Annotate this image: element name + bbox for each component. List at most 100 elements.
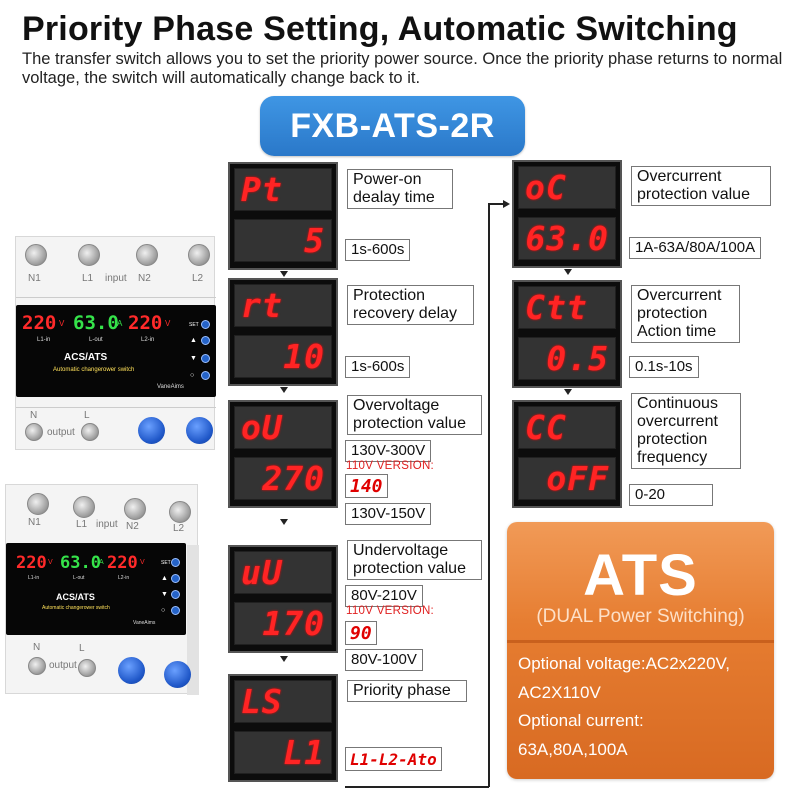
terminal-label: L2 [173,523,185,534]
display-unit: V [165,319,171,328]
setting-range-110v: 130V-150V [345,503,432,525]
flow-arrow [564,269,572,275]
flow-arrow [280,656,288,662]
flow-arrow [280,387,288,393]
led-panel-oc: oC 63.0 [512,160,622,268]
reset-knob[interactable] [164,661,191,688]
reset-knob[interactable] [138,417,165,444]
reset-knob[interactable] [186,417,213,444]
display-unit: V [48,559,53,566]
setting-label: Protection recovery delay [347,285,474,325]
terminal-label: L [79,643,85,654]
set-button[interactable] [201,320,210,329]
led-panel-ctt: Ctt 0.5 [512,280,622,388]
terminal-label: L1 [82,273,94,284]
display-current: 63.0 [73,312,119,334]
device-bottom: N1 L1 input N2 L2 220 V 63.0 A 220 V L1-… [5,484,199,695]
display-voltage-1: 220 [16,553,47,573]
ats-subtitle: (DUAL Power Switching) [536,606,745,627]
flow-arrow [564,389,572,395]
led-code: oU [234,406,332,449]
terminal-n2 [136,244,158,266]
power-icon: ○ [161,607,166,614]
display-unit: V [140,559,145,566]
ats-title: ATS [583,543,698,608]
terminal-label: N2 [138,273,151,284]
terminal-l2 [169,501,191,523]
setting-range: 130V-300V [345,440,432,462]
display-sub-label: L2-in [141,337,155,343]
setting-label: Priority phase [347,680,467,702]
ats-info-line: Optional voltage:AC2x220V, [518,654,731,673]
flow-connector [345,786,489,788]
set-label: SET [189,322,199,328]
reset-knob[interactable] [118,657,145,684]
display-voltage-2: 220 [107,553,138,573]
v110-label: 110V VERSION: [346,605,435,617]
power-button[interactable] [171,606,180,615]
terminal-l-out [78,659,96,677]
down-button[interactable] [171,590,180,599]
set-button[interactable] [171,558,180,567]
setting-range: 0.1s-10s [629,356,699,378]
led-code: Ctt [518,286,616,329]
power-icon: ○ [190,372,195,379]
display-unit: A [117,319,123,328]
device-maker: VaneAims [133,620,156,626]
terminal-l1 [73,496,95,518]
up-button[interactable] [201,336,210,345]
led-value: 10 [234,335,332,378]
led-value: 170 [234,602,332,645]
terminal-n1 [25,244,47,266]
led-panel-ou: oU 270 [228,400,338,508]
setting-label: Overvoltage protection value [347,395,482,435]
terminal-n2 [124,498,146,520]
device-display: 220 V 63.0 A 220 V L1-in L-out L2-in ACS… [6,543,186,635]
page-subtitle: The transfer switch allows you to set th… [22,50,783,87]
setting-range: 80V-210V [345,585,423,607]
device-display: 220 V 63.0 A 220 V L1-in L-out L2-in ACS… [16,305,216,397]
display-sub-label: L1-in [37,337,51,343]
terminal-label: input [96,519,118,530]
setting-range-110v: 80V-100V [345,649,423,671]
up-icon: ▲ [190,337,197,344]
down-button[interactable] [201,354,210,363]
led-panel-rt: rt 10 [228,278,338,386]
terminal-n-out [25,423,43,441]
up-button[interactable] [171,574,180,583]
led-value: 5 [234,219,332,262]
setting-label: Overcurrent protection value [631,166,771,206]
terminal-label: L1 [76,519,88,530]
led-code: CC [518,406,616,449]
display-sub-label: L1-in [28,575,40,581]
terminal-label: N1 [28,517,41,528]
display-sub-label: L2-in [118,575,130,581]
priority-range: L1-L2-Ato [345,747,442,771]
setting-label: Continuous overcurrent protection freque… [631,393,741,469]
display-voltage-1: 220 [22,312,57,334]
flow-arrow [503,200,510,208]
terminal-label: N1 [28,273,41,284]
device-brand-line: ACS/ATS [64,352,108,363]
power-button[interactable] [201,371,210,380]
setting-range: 1A-63A/80A/100A [629,237,762,259]
setting-range: 1s-600s [345,239,411,261]
terminal-label: input [105,273,127,284]
setting-label: Undervoltage protection value [347,540,482,580]
up-icon: ▲ [161,575,168,582]
set-label: SET [161,560,171,566]
ats-divider [507,640,774,643]
model-badge: FXB-ATS-2R [260,96,525,156]
led-panel-pt: Pt 5 [228,162,338,270]
led-panel-ls: LS L1 [228,674,338,782]
setting-label: Overcurrent protection Action time [631,285,740,343]
flow-arrow [280,519,288,525]
led-value: 63.0 [518,217,616,260]
terminal-l-out [81,423,99,441]
device-brand-line: ACS/ATS [56,592,95,602]
terminal-label: L [84,410,90,421]
led-value: oFF [518,457,616,500]
led-panel-cc: CC oFF [512,400,622,508]
setting-label: Power-on dealay time [347,169,453,209]
terminal-n1 [27,493,49,515]
